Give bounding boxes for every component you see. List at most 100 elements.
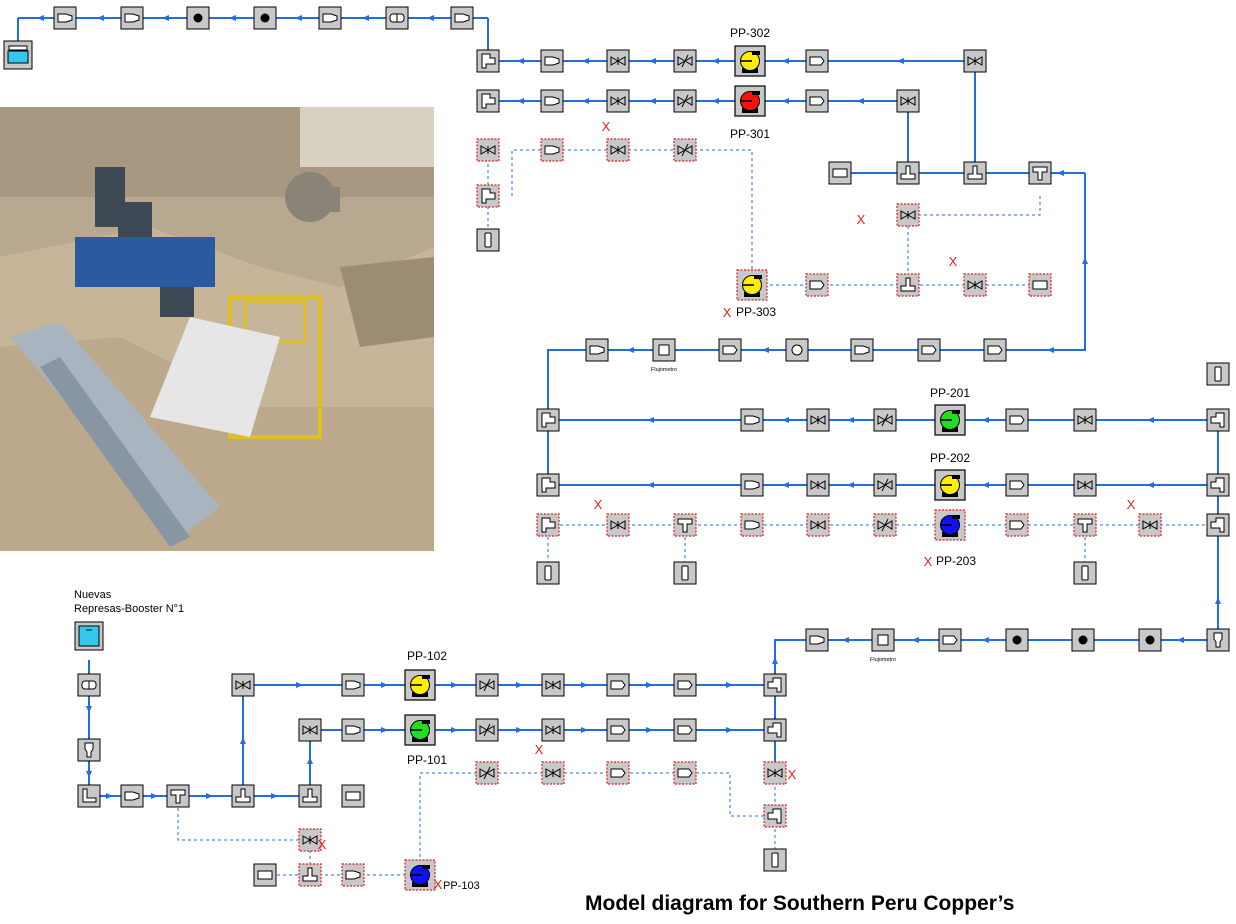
check-valve-302[interactable] bbox=[673, 49, 697, 73]
mid-node-circle[interactable] bbox=[785, 338, 809, 362]
mid-reducer-3[interactable] bbox=[850, 338, 874, 362]
valve-303-suction[interactable] bbox=[963, 273, 987, 297]
check-valve-101[interactable] bbox=[475, 718, 499, 742]
tee-203-b[interactable] bbox=[1073, 513, 1097, 537]
elbow-301[interactable] bbox=[476, 89, 500, 113]
tee-100-a[interactable] bbox=[166, 784, 190, 808]
reducer-201-a[interactable] bbox=[740, 408, 764, 432]
top-node-dot-2[interactable] bbox=[253, 6, 277, 30]
top-reducer-2[interactable] bbox=[120, 6, 144, 30]
valve-101-a[interactable] bbox=[298, 718, 322, 742]
reducer-202-b[interactable] bbox=[1005, 473, 1029, 497]
valve-202-a[interactable] bbox=[806, 473, 830, 497]
elbow-201-right[interactable] bbox=[1206, 408, 1230, 432]
reducer-302-a[interactable] bbox=[540, 49, 564, 73]
reducer-101-b[interactable] bbox=[606, 718, 630, 742]
tee-300-b[interactable] bbox=[963, 161, 987, 185]
tee-100-c[interactable] bbox=[298, 784, 322, 808]
tank-outlet-top[interactable] bbox=[3, 40, 33, 70]
low-dot-3[interactable] bbox=[1138, 628, 1162, 652]
valve-303-closed[interactable] bbox=[476, 138, 500, 162]
reducer-203-b[interactable] bbox=[1005, 513, 1029, 537]
low-dot-2[interactable] bbox=[1071, 628, 1095, 652]
low-reducer-2[interactable] bbox=[938, 628, 962, 652]
check-valve-203[interactable] bbox=[873, 513, 897, 537]
reducer-301-b[interactable] bbox=[805, 89, 829, 113]
elbow-203[interactable] bbox=[536, 513, 560, 537]
valve-300-cross[interactable] bbox=[896, 203, 920, 227]
drain-103[interactable] bbox=[763, 848, 787, 872]
top-reducer-3[interactable] bbox=[318, 6, 342, 30]
valve-302-a[interactable] bbox=[606, 49, 630, 73]
check-valve-102[interactable] bbox=[475, 673, 499, 697]
mid-reducer-1[interactable] bbox=[585, 338, 609, 362]
flowmeter-low[interactable] bbox=[871, 628, 895, 652]
valve-202-b[interactable] bbox=[1073, 473, 1097, 497]
drain-203-b[interactable] bbox=[673, 561, 697, 585]
tee-100-b[interactable] bbox=[231, 784, 255, 808]
elbow-101-right[interactable] bbox=[763, 718, 787, 742]
pump-pp102[interactable] bbox=[404, 669, 436, 701]
drain-203-c[interactable] bbox=[1073, 561, 1097, 585]
reducer-101-a[interactable] bbox=[341, 718, 365, 742]
endcap-303[interactable] bbox=[1028, 273, 1052, 297]
tee-303-suction[interactable] bbox=[896, 273, 920, 297]
drain-203-a[interactable] bbox=[536, 561, 560, 585]
reducer-102-c[interactable] bbox=[673, 673, 697, 697]
elbow-202-right[interactable] bbox=[1206, 473, 1230, 497]
pump-pp203[interactable] bbox=[934, 509, 966, 541]
valve-203-a[interactable] bbox=[606, 513, 630, 537]
valve-102-b[interactable] bbox=[541, 673, 565, 697]
valve-103-a[interactable] bbox=[541, 761, 565, 785]
elbow-302[interactable] bbox=[476, 49, 500, 73]
corner-100[interactable] bbox=[77, 784, 101, 808]
tank-nuevas-represas[interactable] bbox=[74, 621, 104, 651]
top-node-dot-1[interactable] bbox=[186, 6, 210, 30]
reducer-103-b[interactable] bbox=[673, 761, 697, 785]
valve-201-b[interactable] bbox=[1073, 408, 1097, 432]
coupling-100[interactable] bbox=[77, 673, 101, 697]
valve-101-b[interactable] bbox=[541, 718, 565, 742]
reducer-303-b[interactable] bbox=[805, 273, 829, 297]
valve-201-a[interactable] bbox=[806, 408, 830, 432]
valve-302-b[interactable] bbox=[963, 49, 987, 73]
tee-300-c[interactable] bbox=[1028, 161, 1052, 185]
valve-301-a[interactable] bbox=[606, 89, 630, 113]
check-valve-301[interactable] bbox=[673, 89, 697, 113]
fitting-100[interactable] bbox=[77, 738, 101, 762]
top-reducer-4[interactable] bbox=[450, 6, 474, 30]
valve-203-c[interactable] bbox=[1138, 513, 1162, 537]
mid-reducer-2[interactable] bbox=[718, 338, 742, 362]
elbow-303[interactable] bbox=[476, 184, 500, 208]
reducer-103-a[interactable] bbox=[606, 761, 630, 785]
valve-103-bypass[interactable] bbox=[298, 828, 322, 852]
reducer-303-a[interactable] bbox=[540, 138, 564, 162]
reducer-102-b[interactable] bbox=[606, 673, 630, 697]
reducer-202-a[interactable] bbox=[740, 473, 764, 497]
elbow-102-right[interactable] bbox=[763, 673, 787, 697]
end-cap-300[interactable] bbox=[828, 161, 852, 185]
tee-300-a[interactable] bbox=[896, 161, 920, 185]
low-fitting-right[interactable] bbox=[1206, 628, 1230, 652]
check-valve-202[interactable] bbox=[873, 473, 897, 497]
reducer-301-a[interactable] bbox=[540, 89, 564, 113]
elbow-202[interactable] bbox=[536, 473, 560, 497]
pump-pp201[interactable] bbox=[934, 404, 966, 436]
low-dot-1[interactable] bbox=[1005, 628, 1029, 652]
pump-pp101[interactable] bbox=[404, 714, 436, 746]
pump-pp301[interactable] bbox=[734, 85, 766, 117]
check-valve-303[interactable] bbox=[673, 138, 697, 162]
endcap-100[interactable] bbox=[341, 784, 365, 808]
flowmeter-mid[interactable] bbox=[652, 338, 676, 362]
elbow-203-right[interactable] bbox=[1206, 513, 1230, 537]
top-coupling[interactable] bbox=[385, 6, 409, 30]
drain-200-top[interactable] bbox=[1206, 362, 1230, 386]
low-reducer-1[interactable] bbox=[805, 628, 829, 652]
mid-reducer-4[interactable] bbox=[917, 338, 941, 362]
reducer-201-b[interactable] bbox=[1005, 408, 1029, 432]
valve-203-b[interactable] bbox=[806, 513, 830, 537]
valve-102-a[interactable] bbox=[231, 673, 255, 697]
drain-303[interactable] bbox=[476, 228, 500, 252]
reducer-302-b[interactable] bbox=[805, 49, 829, 73]
elbow-103-right[interactable] bbox=[763, 804, 787, 828]
